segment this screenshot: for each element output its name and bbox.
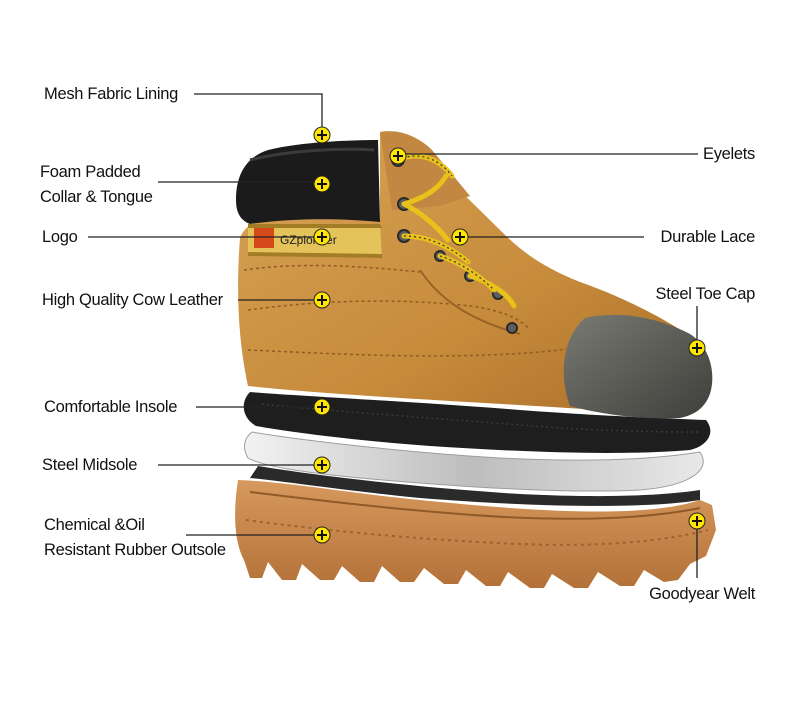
marker-goodyear-welt [688,512,706,530]
steel-midsole [244,431,704,492]
label-durable-lace: Durable Lace [660,228,755,246]
marker-eyelets [389,147,407,165]
label-foam-padded-line1: Foam Padded [40,163,141,181]
label-steel-toe-cap: Steel Toe Cap [655,285,756,303]
steel-toe-cap [563,314,713,419]
leader-lines [88,93,698,578]
label-outsole: Chemical &Oil Resistant Rubber Outsole [44,513,226,563]
label-foam-padded: Foam Padded Collar & Tongue [40,160,153,210]
label-logo: Logo [42,228,78,246]
marker-foam-collar [313,175,331,193]
label-mesh-fabric-lining: Mesh Fabric Lining [44,85,178,103]
marker-logo [313,228,331,246]
label-outsole-line1: Chemical &Oil [44,516,145,534]
marker-mesh-lining [313,126,331,144]
label-insole: Comfortable Insole [44,398,178,416]
label-outsole-line2: Resistant Rubber Outsole [44,541,226,559]
label-goodyear-welt: Goodyear Welt [649,585,755,603]
marker-insole [313,398,331,416]
marker-outsole [313,526,331,544]
marker-cow-leather [313,291,331,309]
marker-midsole [313,456,331,474]
outsole [235,480,716,588]
label-cow-leather: High Quality Cow Leather [42,291,223,309]
marker-lace [451,228,469,246]
marker-toe-cap [688,339,706,357]
label-midsole: Steel Midsole [42,456,138,474]
label-foam-padded-line2: Collar & Tongue [40,188,153,206]
hotspot-markers [313,126,706,544]
insole [243,392,711,453]
label-eyelets: Eyelets [702,145,755,163]
